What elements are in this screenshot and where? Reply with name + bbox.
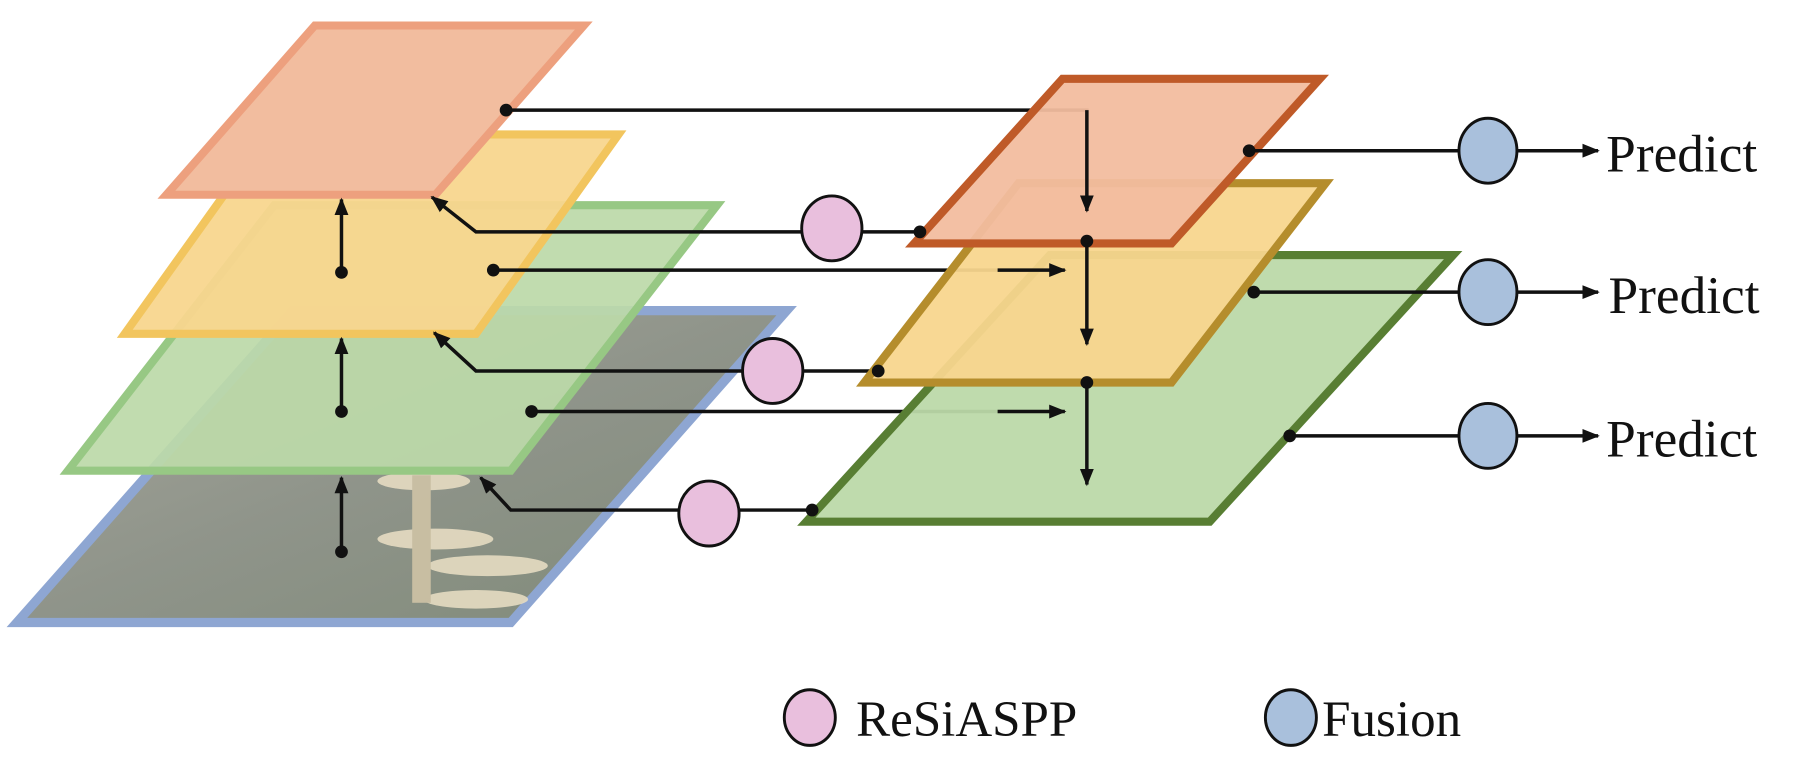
legend-fusion-label: Fusion <box>1322 692 1461 748</box>
resiaspp-node <box>800 194 864 263</box>
legend-resiaspp-swatch <box>782 688 837 747</box>
bottom-up-arrows <box>334 197 349 559</box>
legend-resiaspp-label: ReSiASPP <box>856 692 1077 748</box>
resiaspp-nodes <box>677 194 864 548</box>
left-orange-layer <box>157 21 593 199</box>
predict-label-top: Predict <box>1606 124 1757 184</box>
fusion-node <box>1457 258 1519 327</box>
predict-label-bottom: Predict <box>1606 409 1757 469</box>
insulator-image <box>377 471 548 609</box>
fusion-node <box>1457 116 1519 185</box>
fusion-outputs <box>1242 116 1600 470</box>
resiaspp-node <box>677 479 741 548</box>
top-down-arrows <box>486 103 1094 517</box>
legend: ReSiASPP Fusion <box>782 688 1461 748</box>
predict-label-middle: Predict <box>1609 265 1760 325</box>
right-yellow-layer <box>856 179 1334 387</box>
legend-fusion-swatch <box>1263 688 1318 747</box>
resiaspp-node <box>741 337 805 405</box>
fusion-node <box>1457 401 1519 470</box>
